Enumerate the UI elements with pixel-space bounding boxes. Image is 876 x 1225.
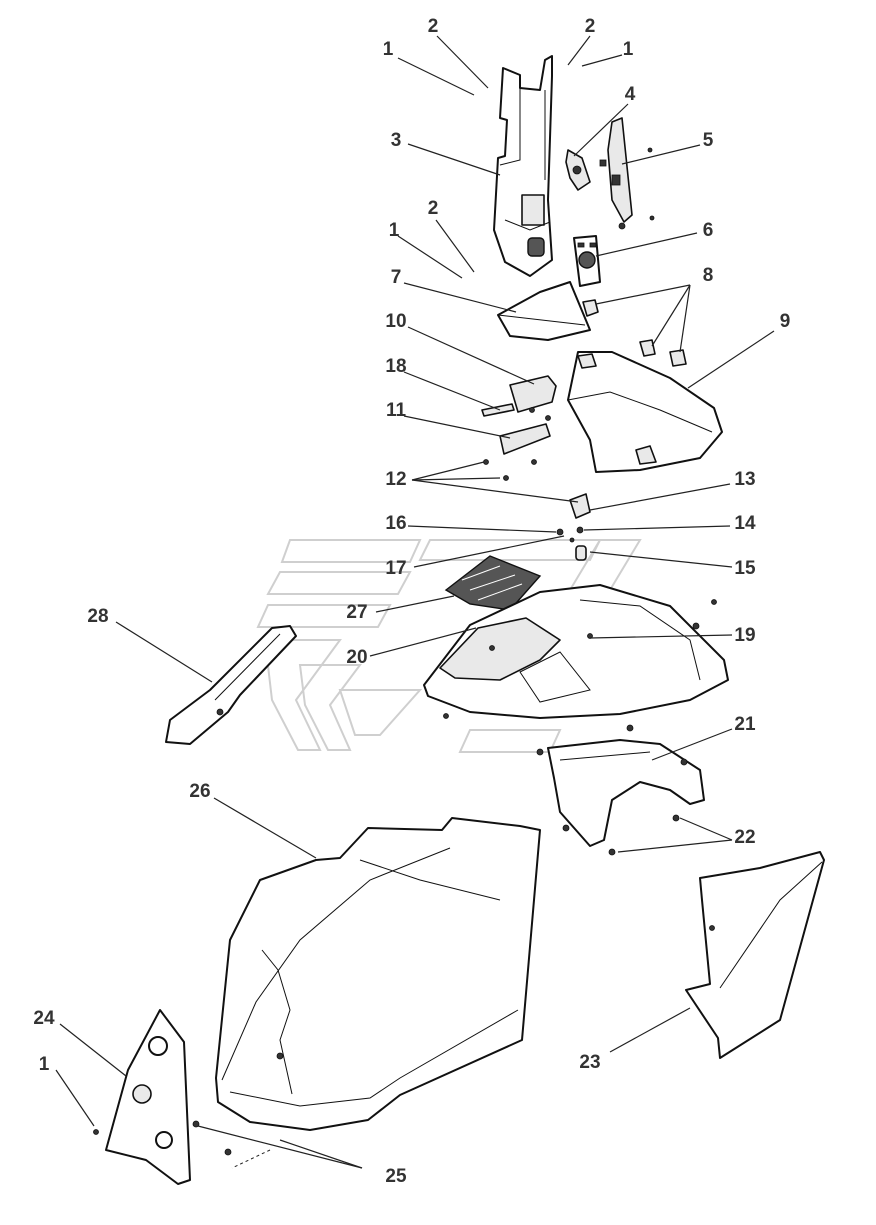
callout-8: 8 (703, 265, 714, 286)
callout-5: 5 (703, 130, 714, 151)
callout-14: 14 (734, 513, 756, 534)
callout-11: 11 (386, 400, 407, 421)
part-28-side-trim (165, 625, 297, 745)
callout-23: 23 (579, 1052, 600, 1073)
callout-12: 12 (385, 469, 406, 490)
part-27-vent-grille (444, 555, 542, 611)
callout-24: 24 (33, 1008, 55, 1029)
callout-1: 1 (39, 1054, 50, 1075)
part-10-strip (509, 375, 557, 421)
part-24-end-cap (93, 1009, 191, 1185)
part-5-side-panel (599, 117, 655, 230)
callout-labels: 1 2 2 1 4 3 5 2 1 6 7 8 10 9 18 11 12 13… (33, 16, 790, 1187)
callout-17: 17 (385, 558, 406, 579)
callout-2: 2 (428, 198, 439, 219)
callout-7: 7 (391, 267, 402, 288)
callout-21: 21 (734, 714, 756, 735)
part-25-screws (192, 1120, 232, 1156)
callout-1: 1 (383, 39, 394, 60)
part-8-clips (582, 299, 687, 367)
callout-3: 3 (391, 130, 402, 151)
callout-2: 2 (585, 16, 596, 37)
callout-4: 4 (625, 84, 636, 105)
callout-16: 16 (385, 513, 406, 534)
callout-20: 20 (346, 647, 367, 668)
part-18-strip (481, 403, 515, 417)
callout-9: 9 (780, 311, 791, 332)
part-3-console-column (493, 55, 553, 277)
callout-26: 26 (189, 781, 210, 802)
callout-22: 22 (734, 827, 755, 848)
part-19-dashboard-tray (423, 584, 729, 719)
part-26-fender (215, 817, 541, 1131)
callout-18: 18 (385, 356, 406, 377)
callout-1: 1 (389, 220, 400, 241)
part-23-side-panel (685, 851, 825, 1059)
callout-15: 15 (734, 558, 756, 579)
part-11-strip (483, 423, 551, 481)
callout-10: 10 (385, 311, 406, 332)
callout-1: 1 (623, 39, 634, 60)
callout-25: 25 (385, 1166, 407, 1187)
callout-13: 13 (734, 469, 755, 490)
callout-2: 2 (428, 16, 439, 37)
callout-6: 6 (703, 220, 714, 241)
leader-lines (55, 35, 775, 1169)
part-7-wedge-cover (497, 281, 591, 341)
part-6-switch-panel (573, 235, 601, 287)
part-4-bracket (565, 149, 591, 191)
watermark-logo (256, 539, 642, 753)
callout-28: 28 (87, 606, 108, 627)
callout-19: 19 (734, 625, 755, 646)
parts-13-17-small-hardware (556, 493, 591, 561)
part-9-upper-shroud (567, 351, 723, 473)
part-21-bracket (536, 724, 705, 856)
callout-27: 27 (346, 602, 367, 623)
